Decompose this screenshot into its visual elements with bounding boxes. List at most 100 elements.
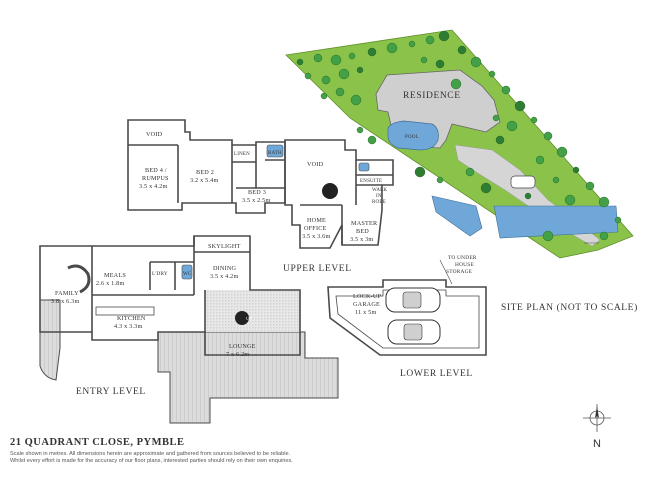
- tree-icon: [425, 35, 435, 45]
- tree-icon: [350, 94, 362, 106]
- void-upper-right: VOID: [307, 161, 324, 168]
- lounge-1: LOUNGE: [229, 343, 256, 350]
- site-pool-label: POOL: [405, 135, 419, 140]
- family-2: 3.8 x 6.3m: [51, 298, 79, 305]
- walk-in-robe-2: IN: [376, 194, 382, 199]
- disclaimer-line-2: Whilst every effort is made for the accu…: [10, 458, 293, 464]
- site-water-left: [431, 195, 483, 237]
- tree-icon: [457, 45, 467, 55]
- tree-icon: [572, 166, 580, 174]
- tree-icon: [480, 182, 492, 194]
- tree-icon: [564, 194, 576, 206]
- upper-level-plan: [127, 119, 394, 249]
- tree-icon: [585, 181, 595, 191]
- upper-level-label: UPPER LEVEL: [283, 264, 352, 274]
- upper-stair: [322, 183, 338, 199]
- property-address: 21 QUADRANT CLOSE, PYMBLE: [10, 437, 185, 448]
- tree-icon: [495, 135, 505, 145]
- tree-icon: [436, 176, 444, 184]
- kitchen-bench: [95, 306, 155, 316]
- walk-in-robe-3: ROBE: [372, 200, 386, 205]
- tree-icon: [356, 126, 364, 134]
- tree-icon: [524, 192, 532, 200]
- linen-label: LINEN: [234, 152, 250, 157]
- bed3-line1: BED 3: [248, 189, 266, 196]
- garage-inner: [335, 289, 480, 349]
- tree-icon: [501, 85, 511, 95]
- tree-icon: [614, 216, 622, 224]
- entry-curved-balcony: [39, 299, 61, 381]
- tree-icon: [465, 167, 475, 177]
- tree-icon: [438, 30, 450, 42]
- garage-car-top: [385, 287, 441, 313]
- garage-2: GARAGE: [353, 301, 380, 308]
- home-office-1: HOME: [307, 217, 326, 224]
- compass-n-label: N: [593, 438, 601, 450]
- ensuite-label: ENSUITE: [360, 179, 382, 184]
- meals-2: 2.6 x 1.8m: [96, 280, 124, 287]
- tree-icon: [386, 42, 398, 54]
- bed4-line1: BED 4 /: [145, 167, 167, 174]
- dining-1: DINING: [213, 265, 237, 272]
- ensuite-fixture: [358, 162, 370, 172]
- storage-1: TO UNDER: [448, 255, 477, 261]
- tree-icon: [542, 230, 554, 242]
- tree-icon: [435, 59, 445, 69]
- site-driveway-label: DRIVEWAY: [584, 241, 601, 245]
- storage-3: STORAGE: [446, 269, 473, 275]
- walk-in-robe-1: WALK: [372, 188, 387, 193]
- site-plan-label: SITE PLAN (NOT TO SCALE): [501, 302, 638, 313]
- tree-icon: [552, 176, 560, 184]
- site-car: [510, 175, 536, 189]
- garage-car-bottom: [387, 319, 441, 345]
- tree-icon: [367, 135, 377, 145]
- tree-icon: [356, 66, 364, 74]
- garage-3: 11 x 5m: [355, 309, 376, 316]
- tree-icon: [408, 40, 416, 48]
- kitchen-1: KITCHEN: [117, 315, 146, 322]
- tree-icon: [470, 56, 482, 68]
- disclaimer: Scale shown in metres. All dimensions he…: [10, 451, 570, 465]
- family-1: FAMILY: [55, 290, 79, 297]
- bath-fixture: [266, 144, 284, 158]
- site-pool: [387, 120, 439, 151]
- dining-2: 3.5 x 4.2m: [210, 273, 238, 280]
- stair-up-label: UP: [246, 316, 252, 321]
- tree-icon: [321, 75, 331, 85]
- bed2-line1: BED 2: [196, 169, 214, 176]
- ldry-label: L'DRY: [152, 271, 168, 277]
- tree-icon: [335, 87, 345, 97]
- entry-front-path: [205, 290, 300, 332]
- skylight-label: SKYLIGHT: [208, 243, 241, 250]
- entry-stair: [235, 311, 249, 325]
- bath-label: BATH: [268, 151, 282, 156]
- tree-icon: [313, 53, 323, 63]
- bed3-line2: 3.5 x 2.5m: [242, 197, 270, 204]
- tree-icon: [450, 78, 462, 90]
- entry-level-label: ENTRY LEVEL: [76, 387, 146, 397]
- tree-icon: [492, 114, 500, 122]
- compass: [583, 404, 611, 432]
- entry-level-plan: [39, 235, 301, 356]
- site-trees: [296, 30, 622, 242]
- tree-icon: [599, 231, 609, 241]
- bed4-line3: 3.5 x 4.2m: [139, 183, 167, 190]
- tree-icon: [535, 155, 545, 165]
- master-bed-2: BED: [356, 228, 369, 235]
- bed2-line2: 3.2 x 5.4m: [190, 177, 218, 184]
- master-bed-1: MASTER: [351, 220, 378, 227]
- site-water-right: [493, 205, 619, 239]
- tree-icon: [556, 146, 568, 158]
- site-residence-label: RESIDENCE: [403, 91, 461, 101]
- void-upper-left: VOID: [146, 131, 163, 138]
- spiral-stair: [67, 264, 91, 294]
- tree-icon: [414, 166, 426, 178]
- garage-1: LOCK-UP: [353, 293, 382, 300]
- tree-icon: [530, 116, 538, 124]
- tree-icon: [506, 120, 518, 132]
- disclaimer-line-1: Scale shown in metres. All dimensions he…: [10, 451, 291, 457]
- tree-icon: [348, 52, 356, 60]
- tree-icon: [296, 58, 304, 66]
- tree-icon: [514, 100, 526, 112]
